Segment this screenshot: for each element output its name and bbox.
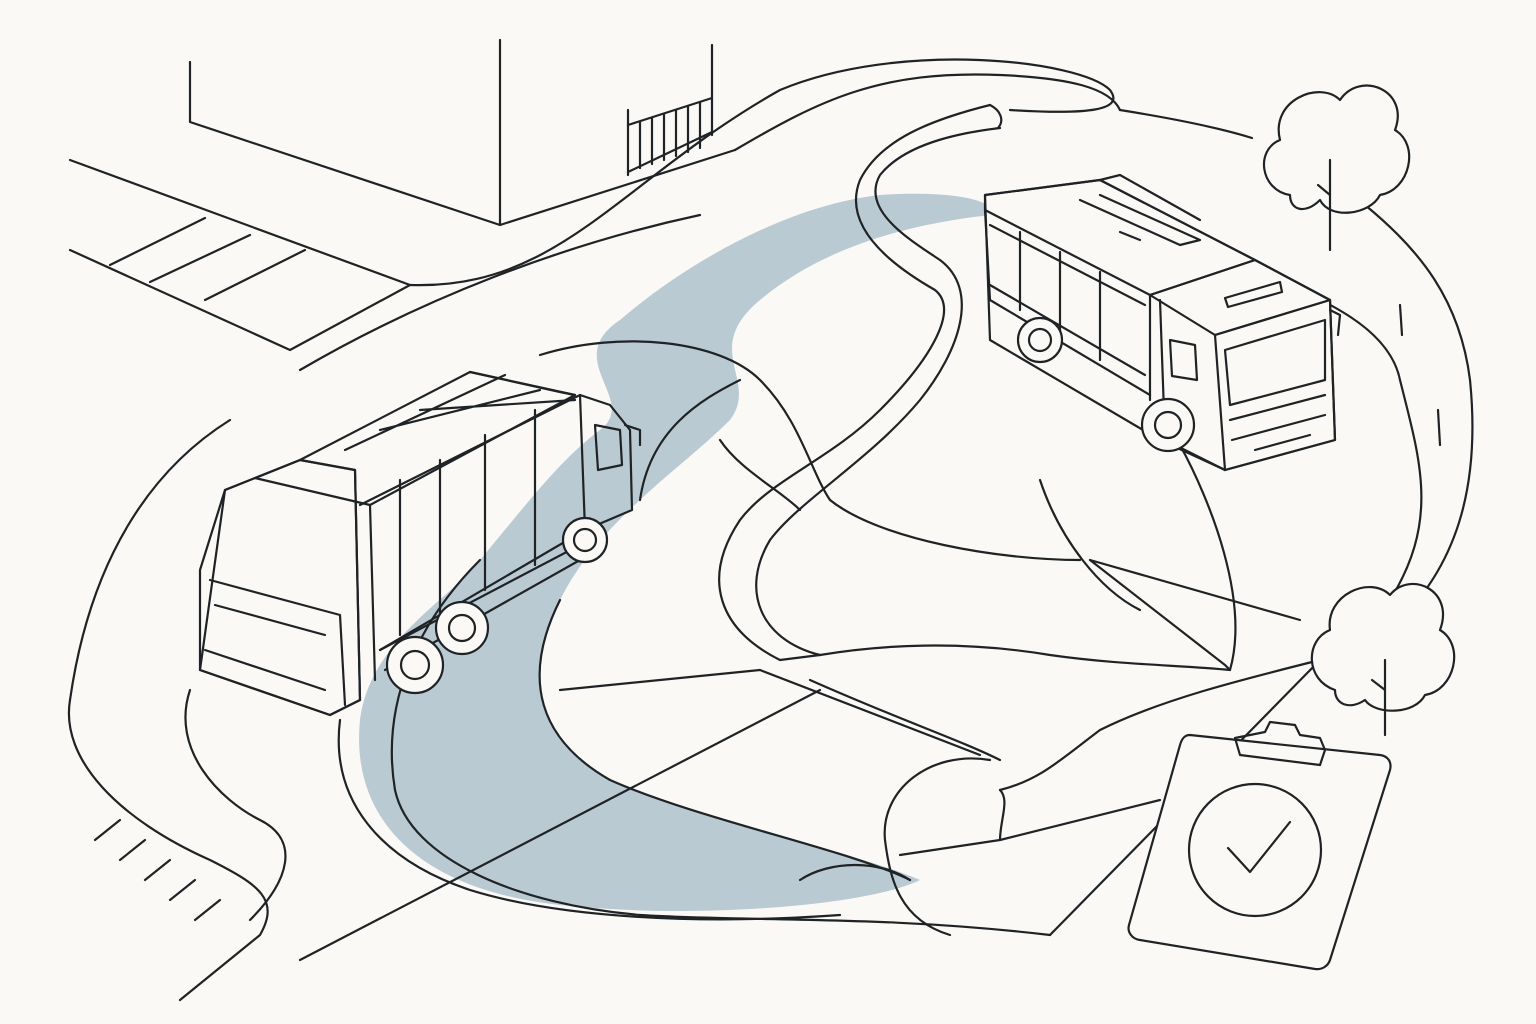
tree-icon-2	[1310, 582, 1456, 737]
garbage-truck-icon	[198, 370, 642, 717]
route-highlight	[359, 193, 992, 911]
bus-icon	[983, 173, 1342, 472]
clipboard-check-icon	[1127, 720, 1392, 971]
building-icon	[68, 38, 737, 352]
tree-icon	[1262, 84, 1411, 252]
road-winding	[337, 103, 1237, 937]
